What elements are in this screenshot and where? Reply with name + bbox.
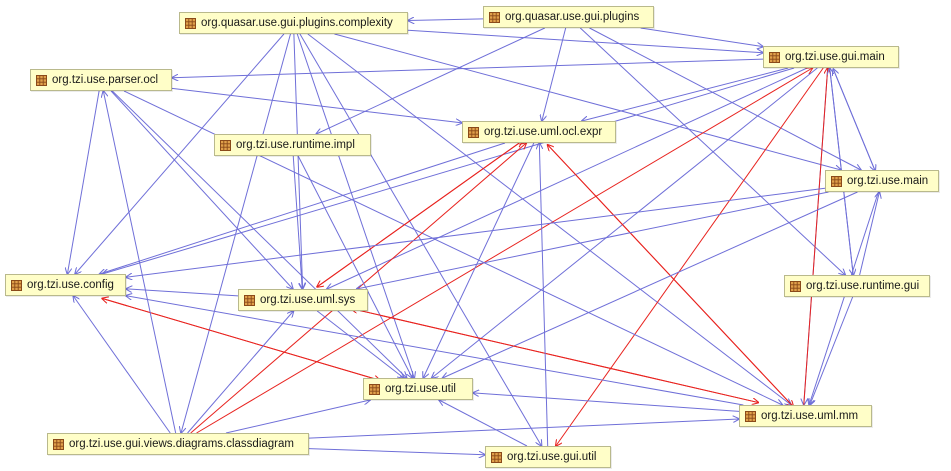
dependency-edge-plugins-to-oclexpr: [542, 27, 567, 121]
dependency-edge-classdiagram-to-umlsys: [187, 311, 294, 434]
dependency-edge-runtimeimpl-to-util: [297, 155, 412, 378]
dependency-edge-guimain-to-util: [432, 67, 818, 378]
package-node-main[interactable]: org.tzi.use.main: [825, 170, 939, 192]
package-label: org.tzi.use.gui.views.diagrams.classdiag…: [69, 438, 294, 450]
cyclic-dependency-edge-classdiagram-to-guimain: [196, 68, 813, 434]
package-node-plugins[interactable]: org.quasar.use.gui.plugins: [483, 6, 654, 28]
package-label: org.tzi.use.gui.main: [785, 51, 885, 63]
dependency-edge-plugins-to-guimain: [640, 27, 763, 47]
package-icon: [11, 279, 22, 291]
dependency-edge-runtimegui-to-umlmm: [810, 296, 854, 405]
dependency-edge-guimain-to-oclexpr: [582, 67, 789, 121]
package-label: org.tzi.use.uml.sys: [260, 294, 356, 306]
package-icon: [53, 438, 64, 450]
package-node-complexity[interactable]: org.quasar.use.gui.plugins.complexity: [179, 12, 408, 34]
package-icon: [468, 126, 479, 138]
dependency-edge-classdiagram-to-umlmm: [308, 419, 739, 439]
package-node-util[interactable]: org.tzi.use.util: [363, 378, 473, 400]
package-icon: [745, 410, 756, 422]
dependency-edge-main-to-util: [443, 191, 858, 378]
package-icon: [36, 74, 47, 86]
dependency-edge-guimain-to-umlsys: [327, 67, 808, 289]
package-label: org.tzi.use.gui.util: [507, 451, 597, 463]
package-label: org.tzi.use.uml.mm: [761, 410, 859, 422]
dependency-edge-runtimeimpl-to-umlsys: [292, 155, 302, 289]
dependency-edge-main-to-guimain: [833, 69, 876, 172]
dependency-edge-umlsys-to-util: [316, 310, 404, 378]
cyclic-dependency-edge-guimain-to-guiutil: [556, 67, 824, 446]
dependency-edge-umlsys-to-config: [126, 289, 239, 297]
package-label: org.tzi.use.runtime.impl: [236, 139, 355, 151]
dependency-edges: [67, 19, 879, 455]
dependency-edge-main-to-config: [126, 187, 826, 277]
package-node-gui-util[interactable]: org.tzi.use.gui.util: [485, 446, 611, 468]
dependency-edge-classdiagram-to-util: [225, 400, 370, 434]
package-node-config[interactable]: org.tzi.use.config: [5, 274, 126, 296]
package-icon: [220, 139, 231, 151]
dependency-edge-complexity-to-main: [334, 33, 841, 170]
package-node-parser-ocl[interactable]: org.tzi.use.parser.ocl: [30, 69, 172, 91]
package-label: org.tzi.use.util: [385, 383, 456, 395]
package-icon: [831, 175, 842, 187]
dependency-edge-classdiagram-to-guiutil: [308, 448, 485, 455]
dependency-edge-main-to-umlmm: [809, 191, 879, 405]
package-node-classdiagram[interactable]: org.tzi.use.gui.views.diagrams.classdiag…: [47, 433, 309, 455]
package-node-uml-ocl-expr[interactable]: org.tzi.use.uml.ocl.expr: [462, 121, 616, 143]
package-node-uml-mm[interactable]: org.tzi.use.uml.mm: [739, 405, 872, 427]
dependency-edge-plugins-to-runtimeimpl: [316, 27, 545, 134]
dependency-edge-umlmm-to-util: [473, 393, 740, 412]
dependency-edge-umlmm-to-config: [126, 296, 744, 406]
dependency-edge-oclexpr-to-util: [423, 142, 535, 378]
dependency-edge-main-to-umlsys: [357, 191, 829, 289]
dependency-edge-runtimegui-to-main: [859, 192, 880, 276]
package-node-uml-sys[interactable]: org.tzi.use.uml.sys: [238, 289, 368, 311]
dependency-edge-guiutil-to-util: [439, 400, 528, 447]
dependency-edge-guimain-to-parserocl: [172, 58, 764, 78]
package-icon: [244, 294, 255, 306]
package-label: org.tzi.use.config: [27, 279, 114, 291]
cyclic-dependency-edge-util-to-config: [102, 298, 381, 381]
dependency-edge-plugins-to-complexity: [408, 19, 484, 21]
package-label: org.quasar.use.gui.plugins: [505, 11, 640, 23]
package-node-gui-main[interactable]: org.tzi.use.gui.main: [763, 46, 899, 68]
dependency-edge-complexity-to-umlsys: [293, 33, 303, 289]
package-icon: [489, 11, 500, 23]
dependency-edge-classdiagram-to-config: [73, 296, 171, 434]
package-icon: [369, 383, 380, 395]
package-label: org.tzi.use.uml.ocl.expr: [484, 126, 603, 138]
package-icon: [790, 280, 801, 292]
dependency-edge-classdiagram-to-parserocl: [103, 91, 177, 434]
package-node-runtime-gui[interactable]: org.tzi.use.runtime.gui: [784, 275, 930, 297]
cyclic-dependency-edge-classdiagram-to-oclexpr: [190, 143, 527, 434]
dependency-edge-parserocl-to-config: [67, 90, 100, 274]
dependency-edge-guimain-to-config: [102, 67, 795, 274]
package-label: org.tzi.use.parser.ocl: [52, 74, 159, 86]
dependency-edge-complexity-to-guimain: [407, 29, 763, 52]
dependency-edge-plugins-to-main: [589, 27, 861, 170]
dependency-edge-guiutil-to-oclexpr: [539, 143, 549, 447]
dependency-edge-complexity-to-config: [75, 33, 285, 274]
package-icon: [769, 51, 780, 63]
package-icon: [491, 451, 502, 463]
dependency-edge-oclexpr-to-config: [100, 142, 506, 274]
cyclic-dependency-edge-umlmm-to-guimain: [803, 68, 828, 405]
cyclic-dependency-edge-umlmm-to-umlsys: [351, 309, 759, 404]
dependency-edge-complexity-to-util: [296, 33, 414, 378]
dependency-edge-complexity-to-classdiagram: [181, 33, 291, 433]
dependency-edge-parserocl-to-util: [111, 90, 406, 378]
cyclic-dependency-edge-umlsys-to-oclexpr: [316, 141, 522, 288]
dependency-edge-complexity-to-umlmm: [307, 33, 791, 405]
dependency-edge-parserocl-to-umlsys: [110, 90, 293, 289]
package-icon: [185, 17, 196, 29]
package-label: org.tzi.use.main: [847, 175, 929, 187]
package-label: org.tzi.use.runtime.gui: [806, 280, 920, 292]
package-label: org.quasar.use.gui.plugins.complexity: [201, 17, 393, 29]
package-node-runtime-impl[interactable]: org.tzi.use.runtime.impl: [214, 134, 371, 156]
dependency-edge-parserocl-to-oclexpr: [171, 87, 462, 122]
